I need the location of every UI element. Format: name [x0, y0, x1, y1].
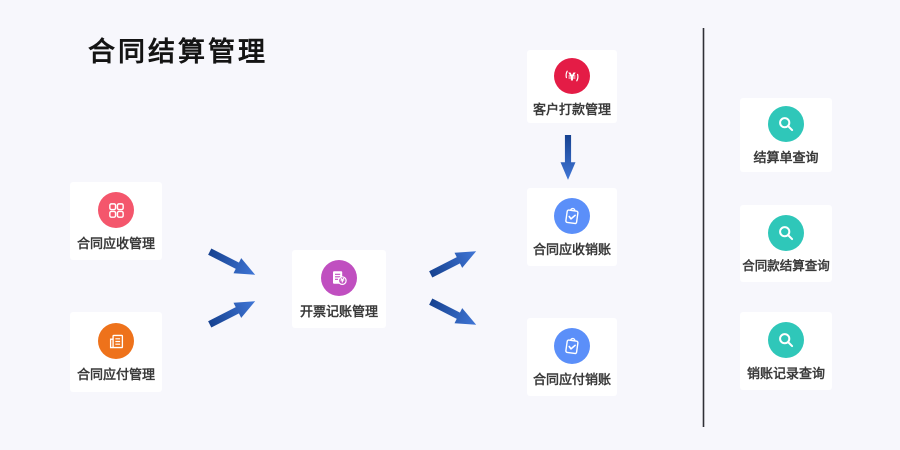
- svg-text:¥: ¥: [340, 278, 345, 285]
- arrow-invoice-to-receivable-writeoff: [429, 251, 477, 278]
- node-customer-payment-mgmt: ¥ 客户打款管理: [527, 50, 617, 123]
- document-icon: [98, 323, 134, 359]
- clipboard-check-icon: [554, 198, 590, 234]
- node-label: 合同应收管理: [76, 236, 155, 251]
- node-contract-payable-mgmt: 合同应付管理: [70, 312, 162, 392]
- search-icon: [768, 322, 804, 358]
- page-title: 合同结算管理: [88, 37, 268, 67]
- node-writeoff-record-query: 销账记录查询: [740, 312, 832, 390]
- node-label: 客户打款管理: [532, 101, 611, 117]
- arrow-payment-to-receivable-writeoff: [560, 135, 576, 180]
- node-settlement-slip-query: 结算单查询: [740, 98, 832, 172]
- app-grid-icon: [98, 192, 134, 228]
- node-label: 合同应收销账: [532, 242, 611, 257]
- svg-text:¥: ¥: [568, 70, 576, 83]
- node-contract-receivable-writeoff: 合同应收销账: [527, 188, 617, 266]
- node-invoice-bookkeeping-mgmt: ¥ 开票记账管理: [292, 250, 386, 328]
- arrow-invoice-to-payable-writeoff: [429, 298, 477, 325]
- invoice-icon: ¥: [321, 260, 357, 296]
- node-contract-payable-writeoff: 合同应付销账: [527, 318, 617, 396]
- node-label: 合同应付销账: [532, 372, 611, 387]
- node-label: 开票记账管理: [299, 304, 378, 319]
- arrow-receivable-to-invoice: [208, 248, 256, 275]
- search-icon: [768, 214, 804, 251]
- yuan-icon: ¥: [554, 57, 590, 94]
- node-contract-settlement-query: 合同款结算查询: [740, 205, 832, 282]
- search-icon: [768, 106, 804, 142]
- node-label: 结算单查询: [753, 150, 819, 165]
- node-label: 销账记录查询: [746, 366, 825, 381]
- clipboard-check-icon: [554, 328, 590, 364]
- node-contract-receivable-mgmt: 合同应收管理: [70, 182, 162, 260]
- node-label: 合同款结算查询: [742, 258, 830, 273]
- node-label: 合同应付管理: [76, 367, 155, 382]
- arrow-payable-to-invoice: [208, 301, 256, 328]
